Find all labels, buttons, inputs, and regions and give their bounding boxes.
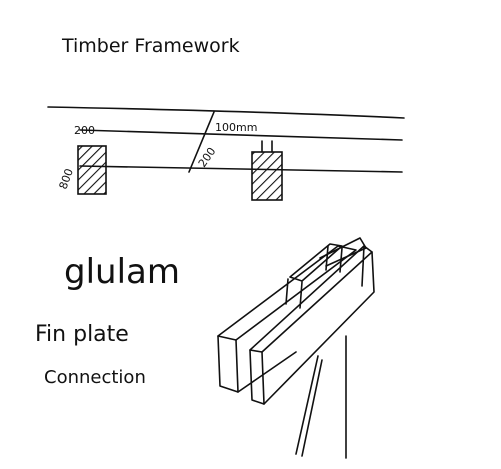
dimension-span: 100mm: [215, 121, 257, 134]
column-leg-mid: [301, 359, 323, 457]
caption-fin-plate: Fin plate: [35, 322, 129, 347]
beam-left-face: [217, 335, 239, 393]
dimension-side: 800: [57, 167, 76, 191]
beam-right-end: [263, 251, 375, 405]
diagonal-cut-line: [188, 111, 215, 173]
post-stub: [261, 140, 273, 153]
beam-left-top: [217, 245, 357, 341]
beam-middle-line: [79, 129, 403, 141]
column-sections: [77, 145, 283, 201]
diagram-title: Timber Framework: [61, 35, 240, 57]
right-column-section: [251, 151, 283, 201]
beam-left-underside: [237, 351, 297, 393]
dimension-top-left: 200: [74, 124, 95, 137]
column-leg-left: [295, 355, 319, 455]
fin-plate-connection-sketch: [217, 237, 375, 459]
beam-bottom-line: [79, 165, 403, 173]
beam-right-back: [361, 245, 365, 287]
beam-top-line: [47, 106, 405, 119]
caption-connection: Connection: [44, 367, 146, 388]
caption-glulam: glulam: [64, 252, 180, 292]
fin-plate-top: [289, 243, 343, 282]
beam-right-face: [249, 349, 265, 405]
left-column-section: [77, 145, 107, 195]
